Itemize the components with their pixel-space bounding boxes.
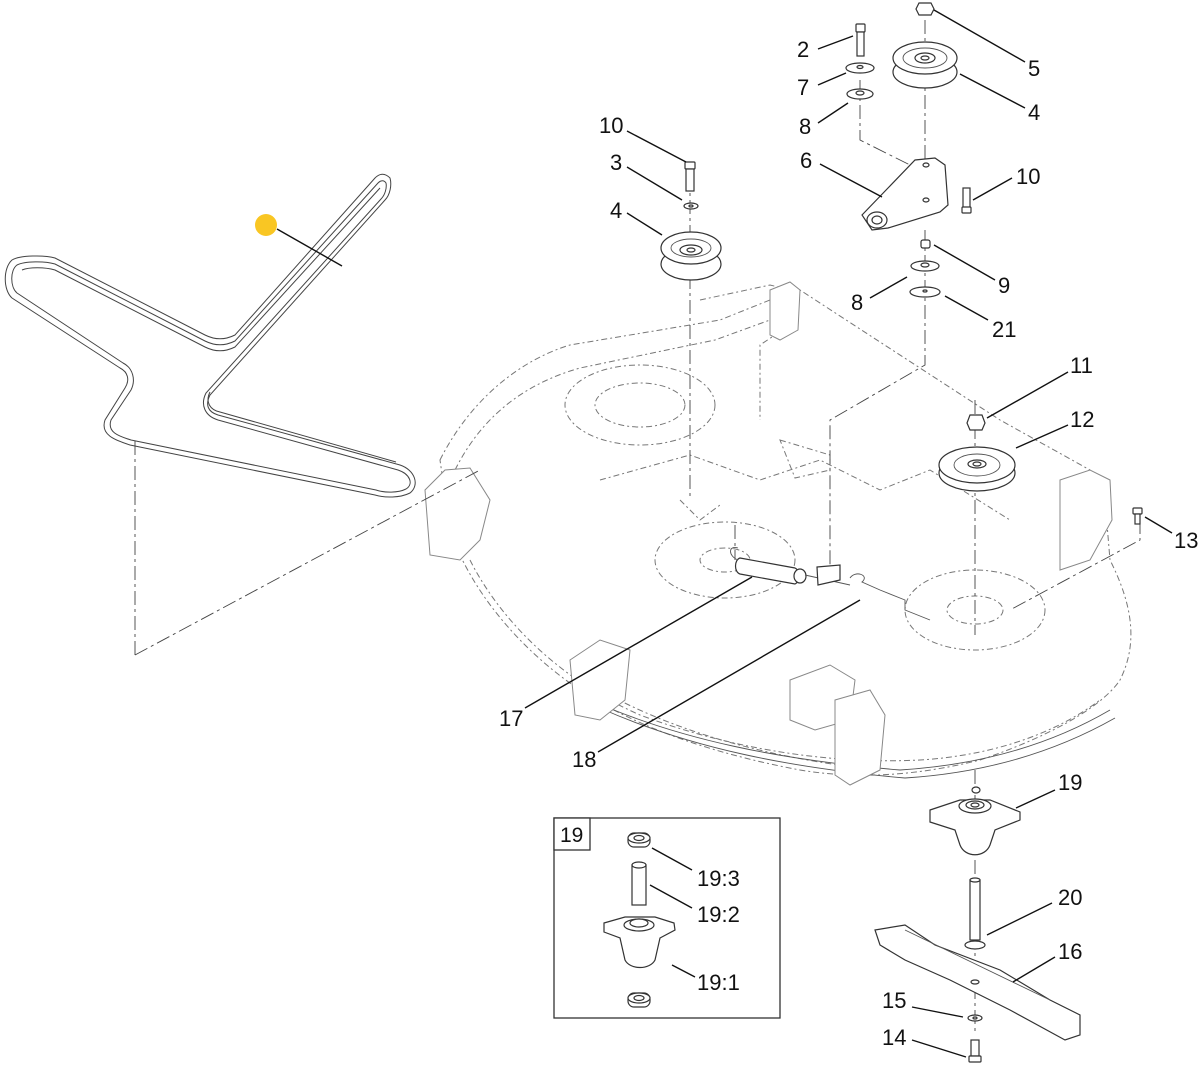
callout-19-3[interactable]: 19:3 [697,866,740,891]
bolt-10-arm [961,187,972,214]
inset-title: 19 [560,824,583,847]
belt-leader-line [276,228,343,267]
callout-20[interactable]: 20 [1058,885,1082,910]
drive-pulley-assembly [938,414,1143,525]
mower-deck [424,281,1132,786]
spring-rod-18 [804,564,931,621]
drive-belt [4,173,416,498]
bearing-19-3-lower [627,992,651,1008]
callout-4-upper[interactable]: 4 [1028,100,1040,125]
callout-9[interactable]: 9 [998,273,1010,298]
washer-21 [909,286,941,298]
nut-5 [915,2,935,16]
belt-hotspot-marker[interactable] [255,214,277,236]
bolt-2 [855,23,866,57]
callout-12[interactable]: 12 [1070,407,1094,432]
bolt-14 [968,1039,982,1063]
idler-pulley-4-left [660,231,722,281]
spacer-9 [920,239,931,249]
bolt-10-left [684,161,696,192]
callout-19-2[interactable]: 19:2 [697,902,740,927]
callout-3[interactable]: 3 [610,150,622,175]
callout-11[interactable]: 11 [1070,353,1093,378]
bolt-13 [1132,507,1143,525]
drive-pulley-12 [938,446,1016,492]
spindle-assembly-19 [929,786,1021,856]
callout-16[interactable]: 16 [1058,939,1082,964]
callout-5[interactable]: 5 [1028,56,1040,81]
callout-10-arm[interactable]: 10 [1016,164,1040,189]
callout-10-left[interactable]: 10 [599,113,623,138]
callout-19[interactable]: 19 [1058,770,1082,795]
callout-8-upper[interactable]: 8 [799,114,811,139]
inset-frame [553,817,781,1019]
callout-21[interactable]: 21 [992,317,1016,342]
washer-8-upper [846,88,874,100]
callout-15[interactable]: 15 [882,988,906,1013]
callout-labels: 2 7 8 5 4 6 10 10 3 4 9 8 21 11 12 13 17… [499,37,1198,1050]
nut-11 [966,414,986,431]
callout-14[interactable]: 14 [882,1025,906,1050]
callout-6[interactable]: 6 [800,148,812,173]
leader-lines [524,9,1173,1058]
callout-13[interactable]: 13 [1174,528,1198,553]
washer-15 [967,1014,983,1022]
idler-arm-6 [861,157,949,231]
mower-blade-16 [874,924,1081,1041]
washer-7 [845,62,875,74]
callout-2[interactable]: 2 [797,37,809,62]
callout-8-lower[interactable]: 8 [851,290,863,315]
spindle-detail-inset: 19 19:3 19:2 19:1 [553,817,781,1019]
left-idler-assembly [660,161,722,281]
washer-3 [683,202,699,210]
tension-spring-17 [730,547,807,585]
callout-17[interactable]: 17 [499,706,523,731]
washer-8-lower [910,260,940,272]
spindle-shaft-20 [964,877,986,950]
spacer-tube-19-2 [631,861,647,906]
bearing-19-3 [627,832,651,848]
inset-title-box [553,817,591,851]
idler-pulley-4-upper [892,41,958,89]
spindle-housing-19-1 [603,916,676,969]
callout-4-left[interactable]: 4 [610,198,622,223]
callout-7[interactable]: 7 [797,75,809,100]
callout-18[interactable]: 18 [572,747,596,772]
idler-arm-assembly [845,2,972,298]
callout-19-1[interactable]: 19:1 [697,970,740,995]
